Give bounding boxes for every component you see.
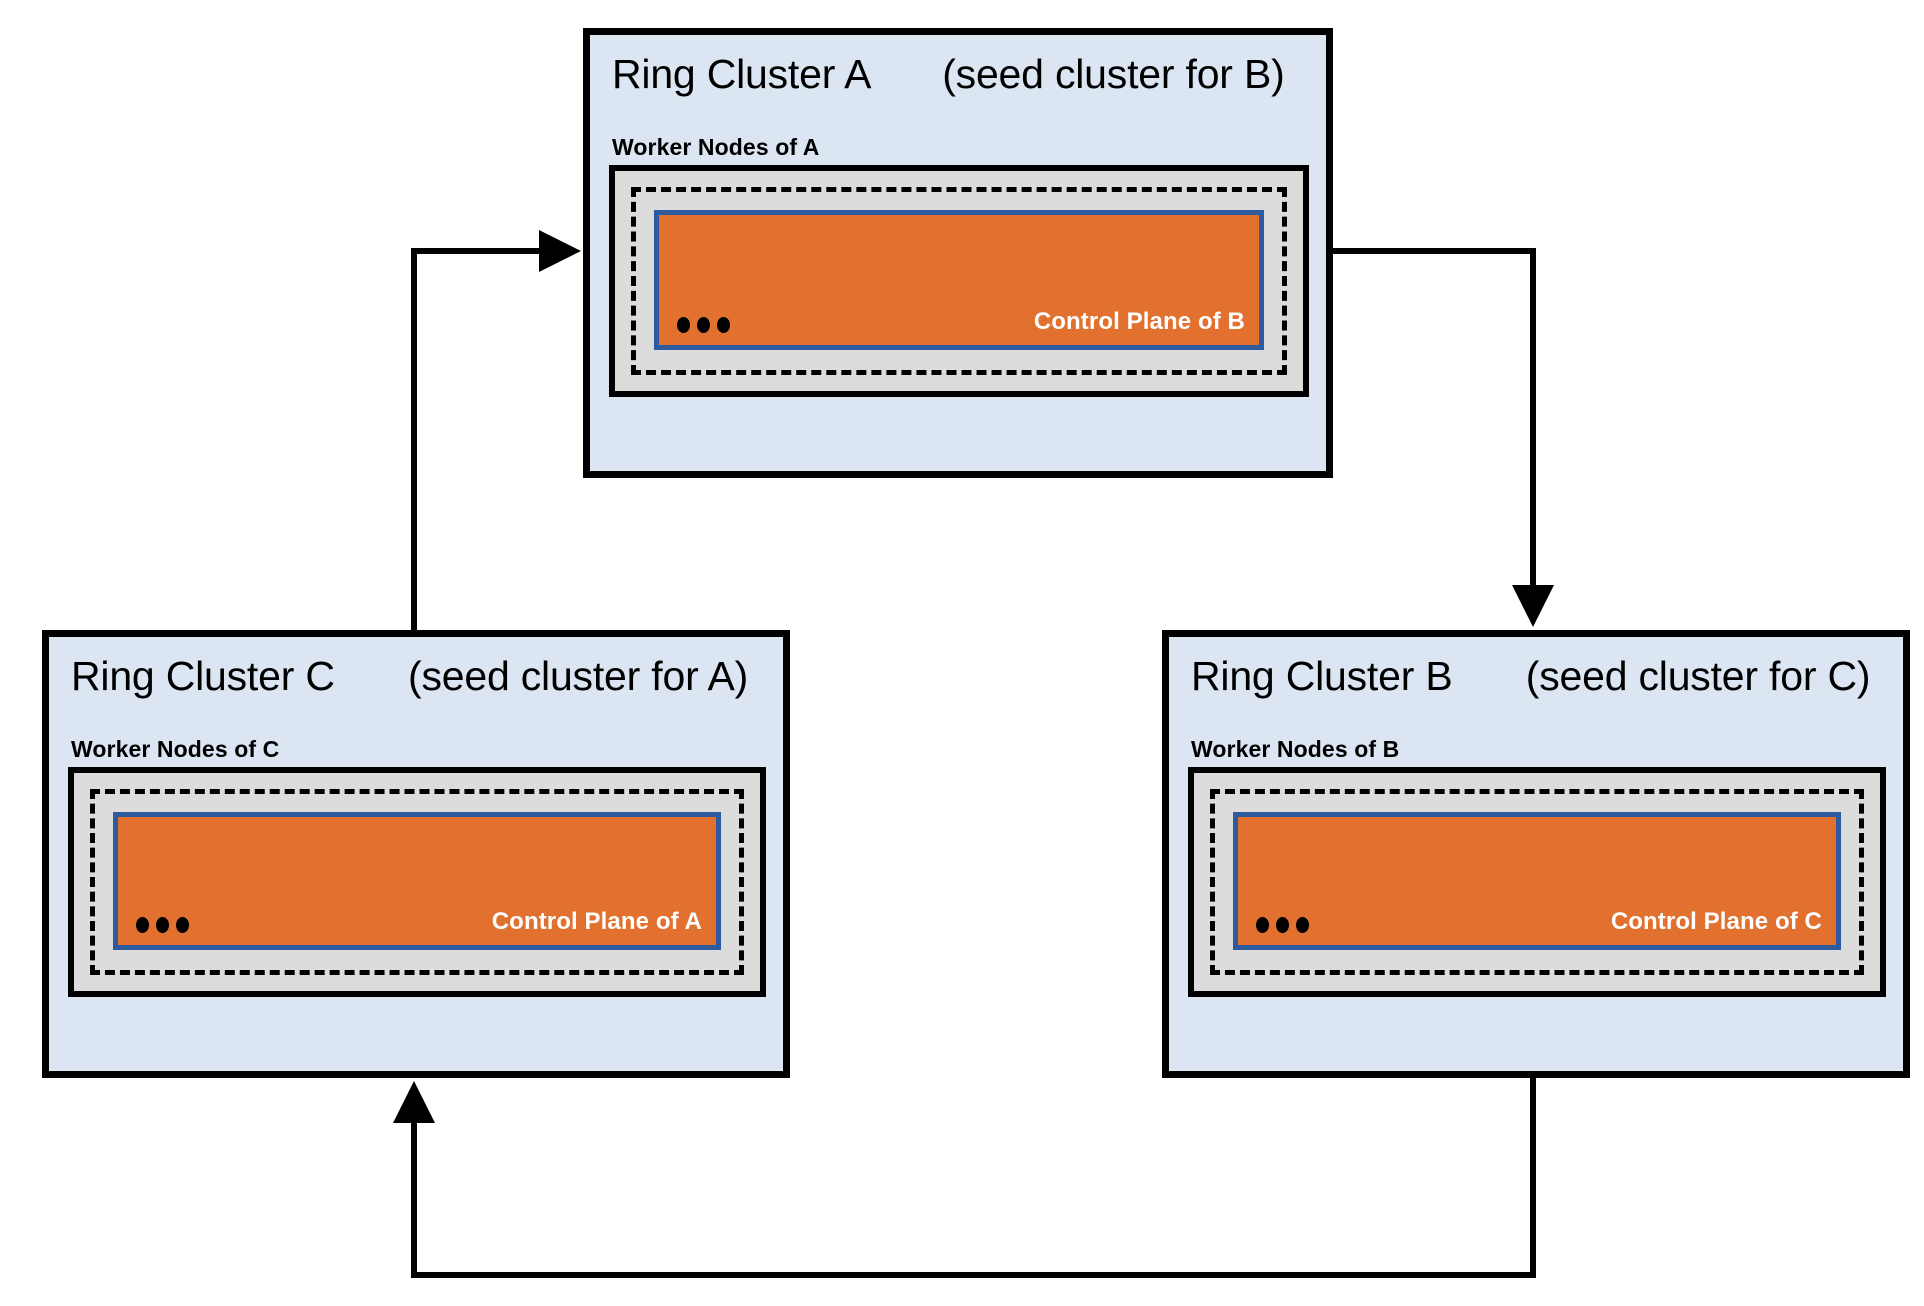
dot [176,917,189,933]
cluster-c-ellipsis-dots [136,917,189,933]
cluster-a-name: Ring Cluster A [612,51,869,97]
cluster-a-ellipsis-dots [677,317,730,333]
dot [717,317,730,333]
cluster-box-c[interactable]: Ring Cluster C (seed cluster for A) Work… [42,630,790,1078]
dot [697,317,710,333]
cluster-c-seed-note: (seed cluster for A) [407,653,749,699]
cluster-b-worker-box[interactable]: Control Plane of C [1188,767,1886,997]
cluster-c-dashed-boundary: Control Plane of A [90,789,744,975]
cluster-c-worker-box[interactable]: Control Plane of A [68,767,766,997]
cluster-a-control-plane[interactable]: Control Plane of B [654,210,1264,350]
arrow-c-to-a [411,230,581,630]
cluster-b-title: Ring Cluster B (seed cluster for C) [1191,653,1871,700]
dot [677,317,690,333]
cluster-b-seed-note: (seed cluster for C) [1525,653,1871,699]
cluster-a-control-plane-label: Control Plane of B [1033,308,1245,335]
cluster-c-title: Ring Cluster C (seed cluster for A) [71,653,748,700]
cluster-a-worker-label: Worker Nodes of A [612,134,820,160]
cluster-a-worker-box[interactable]: Control Plane of B [609,165,1309,397]
cluster-c-name: Ring Cluster C [71,653,335,699]
cluster-b-control-plane-label: Control Plane of C [1610,908,1822,935]
arrow-b-to-c [393,1078,1536,1278]
dot [156,917,169,933]
cluster-a-title: Ring Cluster A (seed cluster for B) [612,51,1285,98]
cluster-b-ellipsis-dots [1256,917,1309,933]
cluster-box-b[interactable]: Ring Cluster B (seed cluster for C) Work… [1162,630,1910,1078]
cluster-b-name: Ring Cluster B [1191,653,1453,699]
cluster-c-control-plane-label: Control Plane of A [491,908,702,935]
cluster-a-dashed-boundary: Control Plane of B [631,187,1287,375]
dot [1296,917,1309,933]
cluster-box-a[interactable]: Ring Cluster A (seed cluster for B) Work… [583,28,1333,478]
cluster-c-control-plane[interactable]: Control Plane of A [113,812,721,950]
dot [136,917,149,933]
cluster-b-worker-label: Worker Nodes of B [1191,736,1400,762]
dot [1256,917,1269,933]
cluster-b-dashed-boundary: Control Plane of C [1210,789,1864,975]
cluster-c-worker-label: Worker Nodes of C [71,736,280,762]
cluster-a-seed-note: (seed cluster for B) [942,51,1285,97]
cluster-b-control-plane[interactable]: Control Plane of C [1233,812,1841,950]
arrow-a-to-b [1333,248,1554,627]
dot [1276,917,1289,933]
